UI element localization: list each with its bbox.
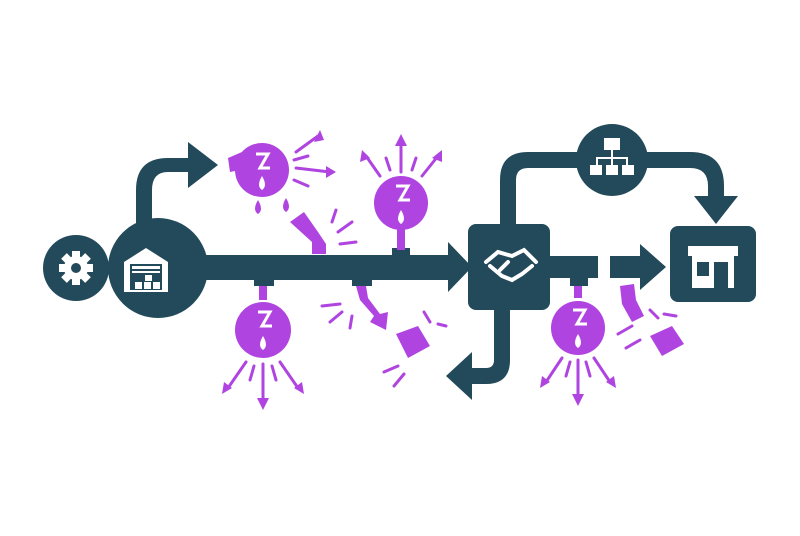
right-flow-arrowhead bbox=[640, 244, 666, 290]
broken-sphere-leak-icon bbox=[360, 134, 442, 250]
handshake-icon bbox=[484, 247, 538, 283]
upper-branch-arrow bbox=[136, 158, 190, 225]
upper-branch-arrowhead bbox=[188, 142, 218, 188]
top-loop-arrowhead bbox=[694, 196, 738, 224]
storefront-icon bbox=[688, 246, 738, 288]
pipe-joint bbox=[392, 248, 410, 256]
right-flow-bar-broken bbox=[610, 256, 642, 278]
broken-sphere-leak-icon bbox=[228, 130, 336, 214]
warehouse-icon bbox=[124, 248, 168, 292]
broken-pipe-icon bbox=[320, 286, 448, 388]
disruptions bbox=[222, 130, 684, 410]
broken-sphere-leak-icon bbox=[540, 286, 616, 406]
handshake-node bbox=[468, 224, 550, 310]
node-icons bbox=[59, 138, 738, 292]
broken-pipe-icon bbox=[290, 208, 358, 254]
broken-pipe-icon bbox=[616, 284, 684, 356]
right-flow-bar bbox=[548, 256, 598, 278]
pipe-joint bbox=[254, 278, 274, 286]
pipe-joint bbox=[352, 278, 372, 286]
broken-sphere-leak-icon bbox=[222, 286, 304, 410]
main-flow-arrowhead bbox=[448, 242, 472, 292]
bottom-return-arrowhead bbox=[446, 352, 472, 400]
gear-icon bbox=[59, 251, 93, 285]
main-flow-bar bbox=[190, 255, 450, 280]
bottom-return-arrow bbox=[470, 308, 510, 384]
org-chart-icon bbox=[590, 138, 634, 175]
pipe-joint bbox=[570, 278, 588, 286]
